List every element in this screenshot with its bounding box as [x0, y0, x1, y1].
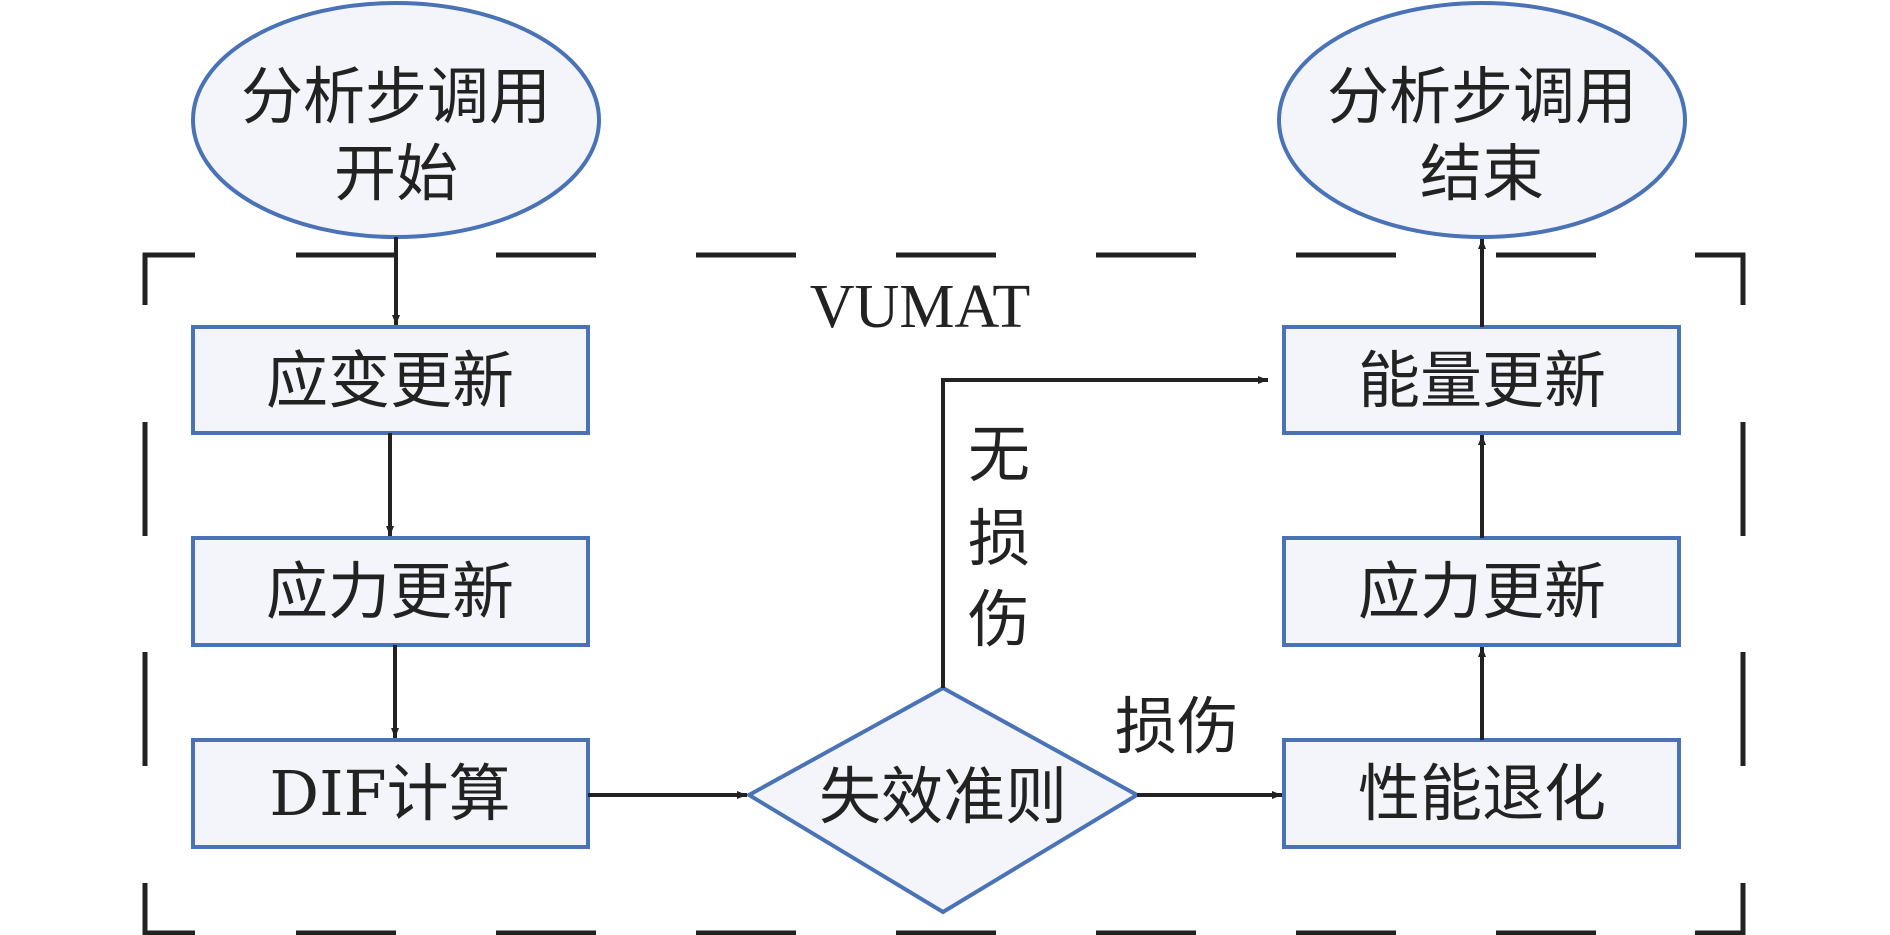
stress-update-label-left: 应力更新	[266, 555, 514, 628]
start-node-line1: 分析步调用	[241, 60, 551, 133]
dif-calculation-node: DIF计算	[191, 738, 590, 849]
damage-label: 损伤	[1115, 690, 1239, 763]
stress-update-node-left: 应力更新	[191, 536, 590, 647]
end-node-line1: 分析步调用	[1327, 60, 1637, 133]
failure-criterion-node: 失效准则	[744, 685, 1142, 915]
vumat-label: VUMAT	[810, 273, 1030, 341]
failure-criterion-label: 失效准则	[819, 760, 1067, 833]
dif-calculation-label: DIF计算	[269, 757, 510, 830]
strain-update-node: 应变更新	[191, 325, 590, 435]
container-top-right-corner	[1695, 252, 1746, 305]
no-damage-char-2: 损	[968, 502, 1030, 575]
no-damage-char-1: 无	[968, 418, 1030, 491]
start-node-line2: 开始	[334, 137, 458, 210]
no-damage-char-3: 伤	[968, 583, 1030, 656]
container-bottom-right-corner	[1695, 883, 1746, 935]
container-bottom-left-corner	[142, 883, 195, 935]
stress-update-label-right: 应力更新	[1358, 555, 1606, 628]
arrow-no-damage-to-energy	[941, 376, 1268, 688]
degradation-label: 性能退化	[1358, 757, 1606, 830]
end-node-line2: 结束	[1420, 137, 1544, 210]
start-node: 分析步调用 开始	[191, 1, 601, 239]
end-node: 分析步调用 结束	[1277, 1, 1687, 239]
container-top-left-corner	[142, 252, 195, 305]
stress-update-node-right: 应力更新	[1282, 536, 1681, 647]
vumat-container-border	[142, 252, 1746, 935]
strain-update-label: 应变更新	[266, 344, 514, 417]
energy-update-label: 能量更新	[1358, 344, 1606, 417]
no-damage-label: 无 损 伤	[968, 418, 1030, 656]
energy-update-node: 能量更新	[1282, 325, 1681, 435]
degradation-node: 性能退化	[1282, 738, 1681, 849]
